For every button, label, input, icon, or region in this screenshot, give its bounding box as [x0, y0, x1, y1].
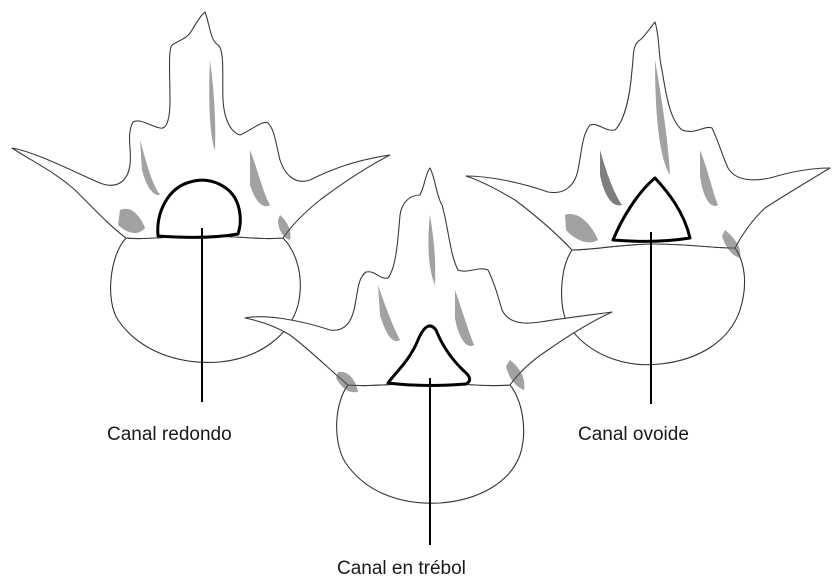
vertebral-body-right — [562, 244, 745, 365]
vertebral-body-left — [111, 236, 301, 362]
label-canal-redondo: Canal redondo — [107, 424, 232, 446]
label-canal-ovoide: Canal ovoide — [578, 424, 689, 446]
label-canal-en-trebol: Canal en trébol — [337, 558, 466, 580]
